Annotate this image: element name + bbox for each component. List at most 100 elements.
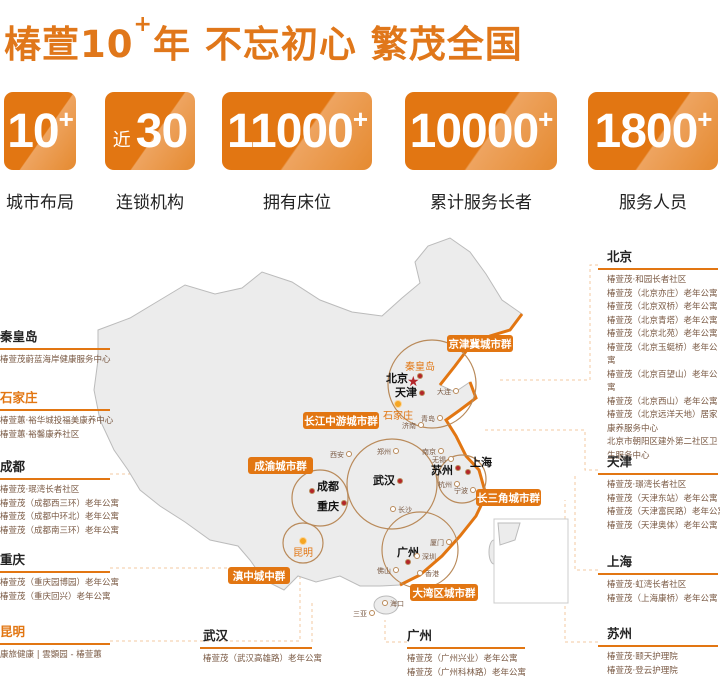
city-ningbo: 宁波 — [454, 486, 476, 495]
facility-item: 椿萱茂（北京玉蜓桥）老年公寓 — [607, 342, 718, 367]
cluster-badge — [476, 489, 541, 506]
city-dot-icon — [341, 500, 347, 506]
facility-item: 椿萱茂（重庆回兴）老年公寓 — [0, 591, 111, 602]
cluster-name: 京津冀城市群 — [449, 338, 512, 351]
stat-card: 10000+ — [405, 92, 557, 170]
stat-value: 10000 — [409, 104, 539, 158]
stat-label: 累计服务长者 — [430, 193, 532, 213]
city-jinan: 济南 — [402, 421, 424, 430]
facility-item: 椿萱茂（北京双桥）老年公寓 — [607, 302, 718, 312]
page-title: 椿萱10+年 不忘初心 繁茂全国 — [4, 12, 523, 68]
cluster-name: 大湾区城市群 — [413, 587, 476, 600]
city-dot-icon — [369, 610, 375, 616]
city-qinhuangdao: 秦皇岛 — [405, 360, 435, 379]
city-beijing: ★北京 — [386, 371, 420, 390]
city-label: 深圳 — [422, 552, 436, 561]
facility-item: 椿萱茂（北京百望山）老年公寓 — [607, 369, 718, 394]
facility-item: 椿萱茂（天津奥体）老年公寓 — [607, 520, 718, 531]
section-shijiazhuang: 石家庄椿萱蕙·裕华城投福美康养中心椿萱蕙·裕馨康养社区 — [0, 387, 113, 442]
section-suzhou: 苏州椿萱茂·颐天护理院椿萱茂·登云护理院 — [598, 623, 718, 678]
city-wuxi: 无锡 — [432, 455, 454, 464]
city-hongkong: 香港 — [417, 569, 439, 578]
cluster-label-jjj: 京津冀城市群 — [447, 335, 513, 352]
section-kunming: 昆明康旅健康 | 雲顗园 - 椿萱蕙 — [0, 621, 110, 663]
section-title: 昆明 — [0, 621, 110, 645]
section-title: 石家庄 — [0, 387, 110, 411]
facility-item: 椿萱茂·登云护理院 — [607, 665, 678, 676]
section-title: 秦皇岛 — [0, 326, 110, 350]
city-label: 苏州 — [431, 463, 453, 477]
city-dot-icon — [393, 567, 399, 573]
city-dot-icon — [470, 487, 476, 493]
city-foshan: 佛山 — [377, 566, 399, 575]
facility-item: 椿萱茂（北京西山）老年公寓 — [607, 396, 718, 407]
stat-card: 1800+ — [588, 92, 718, 170]
stat-label: 城市布局 — [6, 193, 74, 213]
facility-item: 北京市朝阳区建外第二社区卫生服务中心 — [607, 437, 718, 461]
facility-item: 椿萱茂（上海康桥）老年公寓 — [607, 593, 718, 604]
city-dot-icon — [346, 451, 352, 457]
city-label: 石家庄 — [383, 409, 413, 422]
cluster-badge — [303, 412, 379, 429]
city-dot-icon — [309, 488, 315, 494]
city-label: 上海 — [470, 455, 492, 469]
city-shijiazhuang: 石家庄 — [383, 400, 413, 422]
city-qingdao: 青岛 — [421, 414, 443, 423]
city-chongqing: 重庆 — [317, 499, 347, 513]
city-label: 济南 — [402, 421, 416, 430]
facility-item: 椿萱茂·璟湾长者社区 — [607, 480, 687, 490]
stat-plus: + — [58, 104, 74, 134]
city-kunming: 昆明 — [293, 537, 313, 559]
facility-item: 椿萱茂（广州科林路）老年公寓 — [407, 667, 527, 678]
facility-item: 椿萱茂（广州兴业）老年公寓 — [407, 654, 518, 664]
section-beijing: 北京椿萱茂·和园长者社区椿萱茂（北京亦庄）老年公寓椿萱茂（北京双桥）老年公寓椿萱… — [598, 246, 718, 463]
section-title: 天津 — [598, 451, 718, 475]
facility-item: 康旅健康 | 雲顗园 - 椿萱蕙 — [0, 650, 102, 660]
cluster-circles — [282, 339, 487, 589]
city-suzhou: 苏州 — [431, 463, 461, 477]
cluster-badge — [228, 567, 290, 584]
city-nanjing: 南京 — [422, 447, 444, 456]
section-title: 武汉 — [200, 625, 312, 649]
city-dot-icon — [299, 537, 307, 545]
city-dot-icon — [418, 422, 424, 428]
facility-item: 椿萱茂·虹湾长者社区 — [607, 580, 687, 590]
city-dot-icon — [393, 448, 399, 454]
city-dot-icon — [448, 456, 454, 462]
facility-item: 椿萱茂（成都南三环）老年公寓 — [0, 525, 120, 536]
cluster-name: 长江中游城市群 — [304, 415, 378, 428]
stat-plus: + — [352, 104, 368, 134]
city-guangzhou: 广州 — [397, 545, 419, 565]
city-dot-icon — [417, 570, 423, 576]
stat-card: 11000+ — [222, 92, 372, 170]
city-label: 宁波 — [454, 486, 468, 495]
section-chengdu: 成都椿萱茂·珉湾长者社区椿萱茂（成都西三环）老年公寓椿萱茂（成都中环北）老年公寓… — [0, 456, 120, 538]
city-dalian: 大连 — [437, 387, 459, 396]
facility-item: 椿萱茂（北京亦庄）老年公寓 — [607, 288, 718, 299]
facility-item: 椿萱茂（武汉高雄路）老年公寓 — [203, 654, 323, 664]
section-title: 苏州 — [598, 623, 718, 647]
city-label: 青岛 — [421, 414, 435, 423]
section-qinhuangdao: 秦皇岛椿萱茂蔚蓝海岸健康服务中心 — [0, 326, 111, 368]
city-zhengzhou: 郑州 — [377, 448, 399, 456]
city-label: 成都 — [317, 479, 339, 493]
section-title: 广州 — [407, 625, 525, 649]
stat-prefix: 近 — [112, 130, 131, 150]
stat-value: 10 — [7, 104, 59, 158]
city-haikou: 海口 — [382, 599, 404, 608]
stat-label: 拥有床位 — [263, 193, 331, 213]
city-label: 广州 — [397, 545, 419, 559]
section-tianjin: 天津椿萱茂·璟湾长者社区椿萱茂（天津东站）老年公寓椿萱茂（天津富民路）老年公寓椿… — [598, 451, 720, 533]
cluster-badge — [410, 584, 478, 601]
city-label: 南京 — [422, 447, 436, 456]
city-label: 大连 — [437, 387, 451, 396]
cluster-name: 滇中城中群 — [233, 570, 286, 583]
city-label: 厦门 — [430, 538, 444, 547]
facility-item: 椿萱茂（成都西三环）老年公寓 — [0, 498, 120, 509]
facility-item: 椿萱茂·珉湾长者社区 — [0, 485, 80, 495]
city-label: 武汉 — [373, 473, 396, 487]
city-label: 昆明 — [293, 547, 313, 559]
city-changsha: 长沙 — [390, 505, 412, 514]
